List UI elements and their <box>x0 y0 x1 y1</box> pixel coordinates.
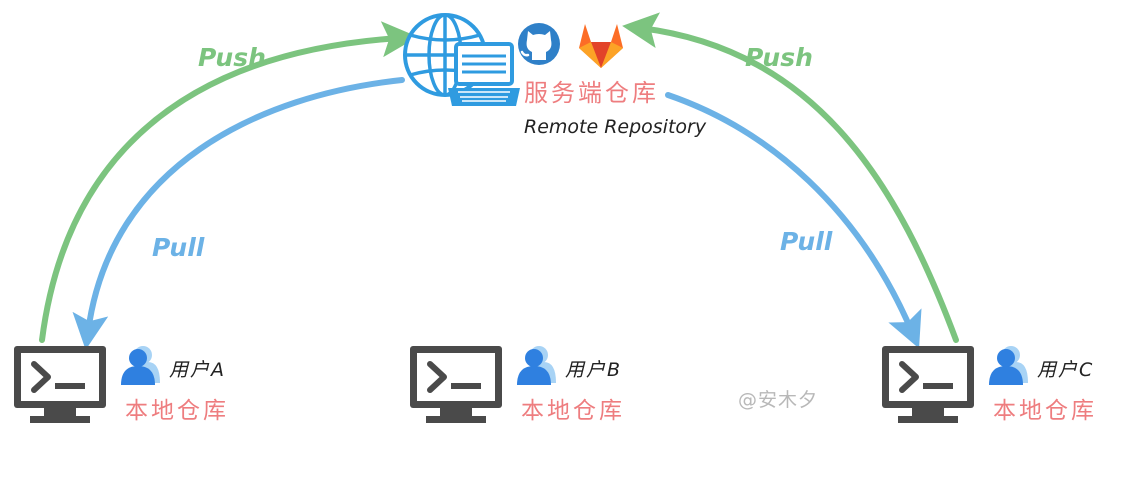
terminal-icon <box>14 346 106 423</box>
push-arrow-left <box>39 21 418 343</box>
push-arrow-right <box>622 12 959 343</box>
remote-server: 服务端仓库 Remote Repository <box>403 13 707 138</box>
client-a: 用户A 本地仓库 <box>14 346 229 424</box>
pull-label-right: Pull <box>780 227 833 256</box>
terminal-icon <box>882 346 974 423</box>
watermark: @安木夕 <box>738 389 818 411</box>
user-label: 用户C <box>1037 359 1094 381</box>
pull-label-left: Pull <box>152 233 205 262</box>
user-icon <box>517 346 556 385</box>
remote-title-en: Remote Repository <box>524 116 707 138</box>
remote-title-cn: 服务端仓库 <box>524 79 659 107</box>
user-label: 用户A <box>169 359 226 381</box>
laptop-icon <box>448 42 520 106</box>
push-label-right: Push <box>745 43 813 72</box>
pull-arrow-left <box>72 77 405 350</box>
github-icon <box>518 23 560 65</box>
local-repo-label: 本地仓库 <box>125 398 229 424</box>
pull-arrow-right <box>665 92 922 349</box>
user-label: 用户B <box>565 359 622 381</box>
terminal-icon <box>410 346 502 423</box>
user-icon <box>121 346 160 385</box>
client-c: 用户C 本地仓库 <box>882 346 1097 424</box>
local-repo-label: 本地仓库 <box>993 398 1097 424</box>
local-repo-label: 本地仓库 <box>521 398 625 424</box>
client-b: 用户B 本地仓库 <box>410 346 625 424</box>
push-label-left: Push <box>198 43 266 72</box>
gitlab-icon <box>579 24 623 68</box>
user-icon <box>989 346 1028 385</box>
